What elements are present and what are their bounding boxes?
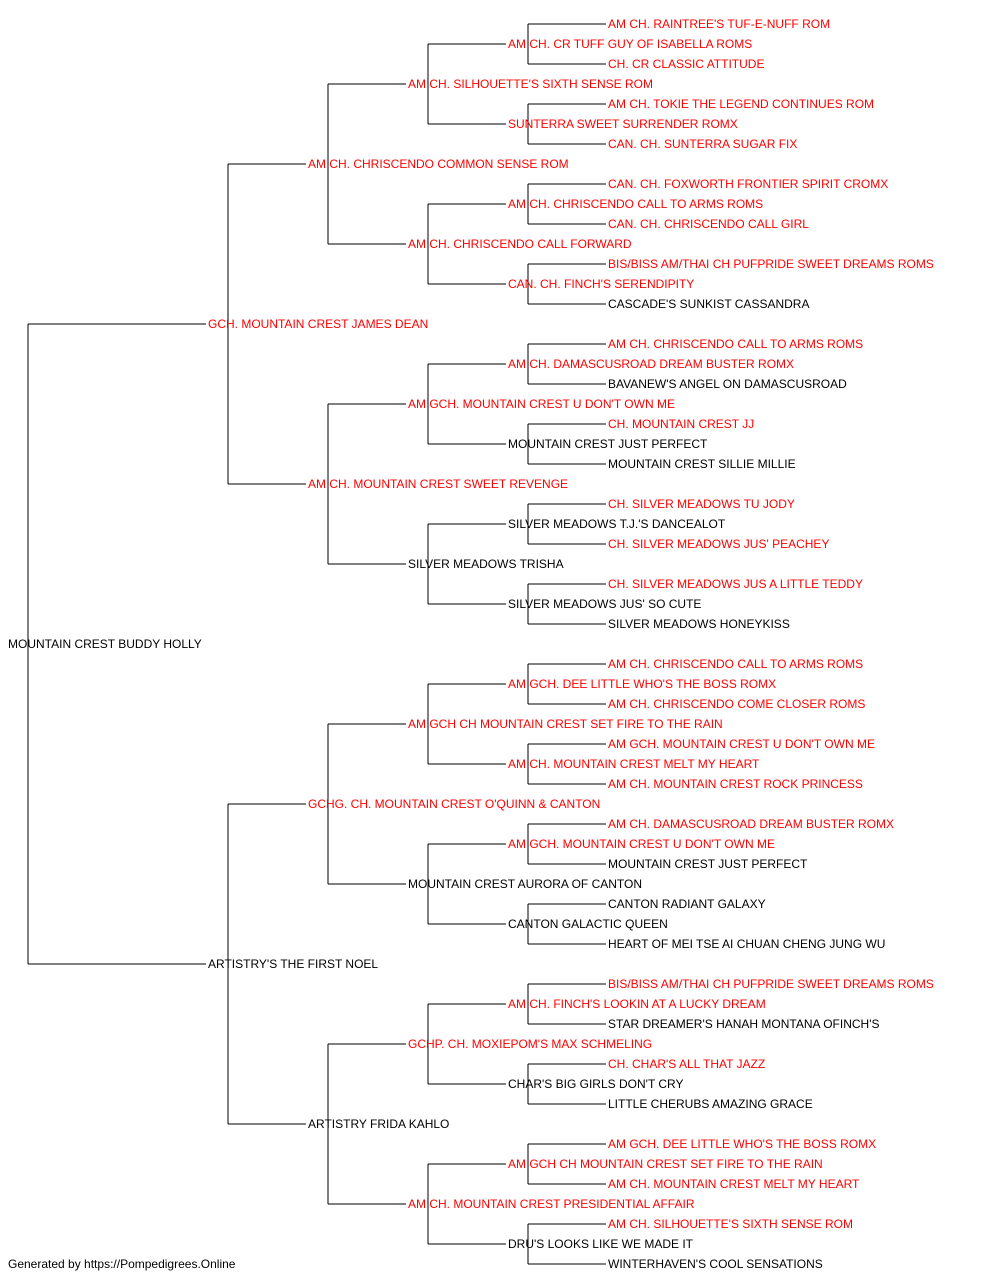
ancestor-name: AM CH. CHRISCENDO CALL TO ARMS ROMS xyxy=(508,197,764,211)
ancestor-name: ARTISTRY'S THE FIRST NOEL xyxy=(208,957,379,971)
ancestor-name: HEART OF MEI TSE AI CHUAN CHENG JUNG WU xyxy=(608,937,886,951)
ancestor-name: AM CH. RAINTREE'S TUF-E-NUFF ROM xyxy=(608,17,831,31)
ancestor-name: AM CH. CHRISCENDO COME CLOSER ROMS xyxy=(608,697,866,711)
ancestor-name: CANTON RADIANT GALAXY xyxy=(608,897,766,911)
ancestor-name: CANTON GALACTIC QUEEN xyxy=(508,917,668,931)
ancestor-name: SILVER MEADOWS JUS' SO CUTE xyxy=(508,597,702,611)
ancestor-name: AM GCH. DEE LITTLE WHO'S THE BOSS ROMX xyxy=(508,677,777,691)
ancestor-name: AM CH. CHRISCENDO CALL TO ARMS ROMS xyxy=(608,337,864,351)
ancestor-name: AM CH. SILHOUETTE'S SIXTH SENSE ROM xyxy=(408,77,653,91)
ancestor-name: WINTERHAVEN'S COOL SENSATIONS xyxy=(608,1257,823,1271)
ancestor-name: MOUNTAIN CREST JUST PERFECT xyxy=(508,437,708,451)
ancestor-name: AM CH. MOUNTAIN CREST SWEET REVENGE xyxy=(308,477,569,491)
ancestor-name: CHAR'S BIG GIRLS DON'T CRY xyxy=(508,1077,684,1091)
ancestor-name: MOUNTAIN CREST JUST PERFECT xyxy=(608,857,808,871)
ancestor-name: AM CH. CHRISCENDO CALL TO ARMS ROMS xyxy=(608,657,864,671)
ancestor-name: AM GCH CH MOUNTAIN CREST SET FIRE TO THE… xyxy=(408,717,723,731)
ancestor-name: SILVER MEADOWS T.J.'S DANCEALOT xyxy=(508,517,726,531)
ancestor-name: STAR DREAMER'S HANAH MONTANA OFINCH'S xyxy=(608,1017,880,1031)
ancestor-name: AM GCH. DEE LITTLE WHO'S THE BOSS ROMX xyxy=(608,1137,877,1151)
ancestor-name: AM CH. MOUNTAIN CREST ROCK PRINCESS xyxy=(608,777,863,791)
ancestor-name: DRU'S LOOKS LIKE WE MADE IT xyxy=(508,1237,693,1251)
ancestor-name: CH. SILVER MEADOWS TU JODY xyxy=(608,497,795,511)
ancestor-name: CAN. CH. CHRISCENDO CALL GIRL xyxy=(608,217,809,231)
ancestor-name: AM CH. MOUNTAIN CREST MELT MY HEART xyxy=(608,1177,860,1191)
ancestor-name: BAVANEW'S ANGEL ON DAMASCUSROAD xyxy=(608,377,847,391)
ancestor-name: CH. SILVER MEADOWS JUS A LITTLE TEDDY xyxy=(608,577,863,591)
ancestor-name: AM GCH. MOUNTAIN CREST U DON'T OWN ME xyxy=(608,737,875,751)
ancestor-name: GCH. MOUNTAIN CREST JAMES DEAN xyxy=(208,317,429,331)
ancestor-name: CAN. CH. FINCH'S SERENDIPITY xyxy=(508,277,695,291)
ancestor-name: SILVER MEADOWS HONEYKISS xyxy=(608,617,790,631)
ancestor-name: ARTISTRY FRIDA KAHLO xyxy=(308,1117,450,1131)
ancestor-name: LITTLE CHERUBS AMAZING GRACE xyxy=(608,1097,813,1111)
ancestor-name: CAN. CH. FOXWORTH FRONTIER SPIRIT CROMX xyxy=(608,177,889,191)
ancestor-name: AM CH. FINCH'S LOOKIN AT A LUCKY DREAM xyxy=(508,997,766,1011)
ancestor-name: AM CH. CHRISCENDO CALL FORWARD xyxy=(408,237,632,251)
ancestor-name: CAN. CH. SUNTERRA SUGAR FIX xyxy=(608,137,798,151)
ancestor-name: BIS/BISS AM/THAI CH PUFPRIDE SWEET DREAM… xyxy=(608,977,934,991)
ancestor-name: CH. CHAR'S ALL THAT JAZZ xyxy=(608,1057,766,1071)
ancestor-name: MOUNTAIN CREST SILLIE MILLIE xyxy=(608,457,796,471)
ancestor-name: AM CH. DAMASCUSROAD DREAM BUSTER ROMX xyxy=(508,357,795,371)
ancestor-name: AM CH. SILHOUETTE'S SIXTH SENSE ROM xyxy=(608,1217,853,1231)
subject-dog-name: MOUNTAIN CREST BUDDY HOLLY xyxy=(8,637,202,651)
ancestor-name: AM GCH CH MOUNTAIN CREST SET FIRE TO THE… xyxy=(508,1157,823,1171)
ancestor-name: CH. SILVER MEADOWS JUS' PEACHEY xyxy=(608,537,830,551)
ancestor-name: AM CH. DAMASCUSROAD DREAM BUSTER ROMX xyxy=(608,817,895,831)
ancestor-name: AM CH. CR TUFF GUY OF ISABELLA ROMS xyxy=(508,37,753,51)
ancestor-name: AM GCH. MOUNTAIN CREST U DON'T OWN ME xyxy=(408,397,675,411)
ancestor-name: AM CH. MOUNTAIN CREST PRESIDENTIAL AFFAI… xyxy=(408,1197,695,1211)
ancestor-name: SILVER MEADOWS TRISHA xyxy=(408,557,564,571)
ancestor-name: MOUNTAIN CREST AURORA OF CANTON xyxy=(408,877,643,891)
ancestor-name: AM CH. CHRISCENDO COMMON SENSE ROM xyxy=(308,157,569,171)
ancestor-name: CH. CR CLASSIC ATTITUDE xyxy=(608,57,765,71)
ancestor-name: GCHP. CH. MOXIEPOM'S MAX SCHMELING xyxy=(408,1037,653,1051)
ancestor-name: CH. MOUNTAIN CREST JJ xyxy=(608,417,755,431)
ancestor-name: AM CH. TOKIE THE LEGEND CONTINUES ROM xyxy=(608,97,875,111)
ancestor-name: SUNTERRA SWEET SURRENDER ROMX xyxy=(508,117,738,131)
ancestor-name: BIS/BISS AM/THAI CH PUFPRIDE SWEET DREAM… xyxy=(608,257,934,271)
ancestor-name: AM CH. MOUNTAIN CREST MELT MY HEART xyxy=(508,757,760,771)
footer-credit: Generated by https://Pompedigrees.Online xyxy=(8,1257,236,1271)
ancestor-name: CASCADE'S SUNKIST CASSANDRA xyxy=(608,297,810,311)
ancestor-name: GCHG. CH. MOUNTAIN CREST O'QUINN & CANTO… xyxy=(308,797,601,811)
ancestor-name: AM GCH. MOUNTAIN CREST U DON'T OWN ME xyxy=(508,837,775,851)
